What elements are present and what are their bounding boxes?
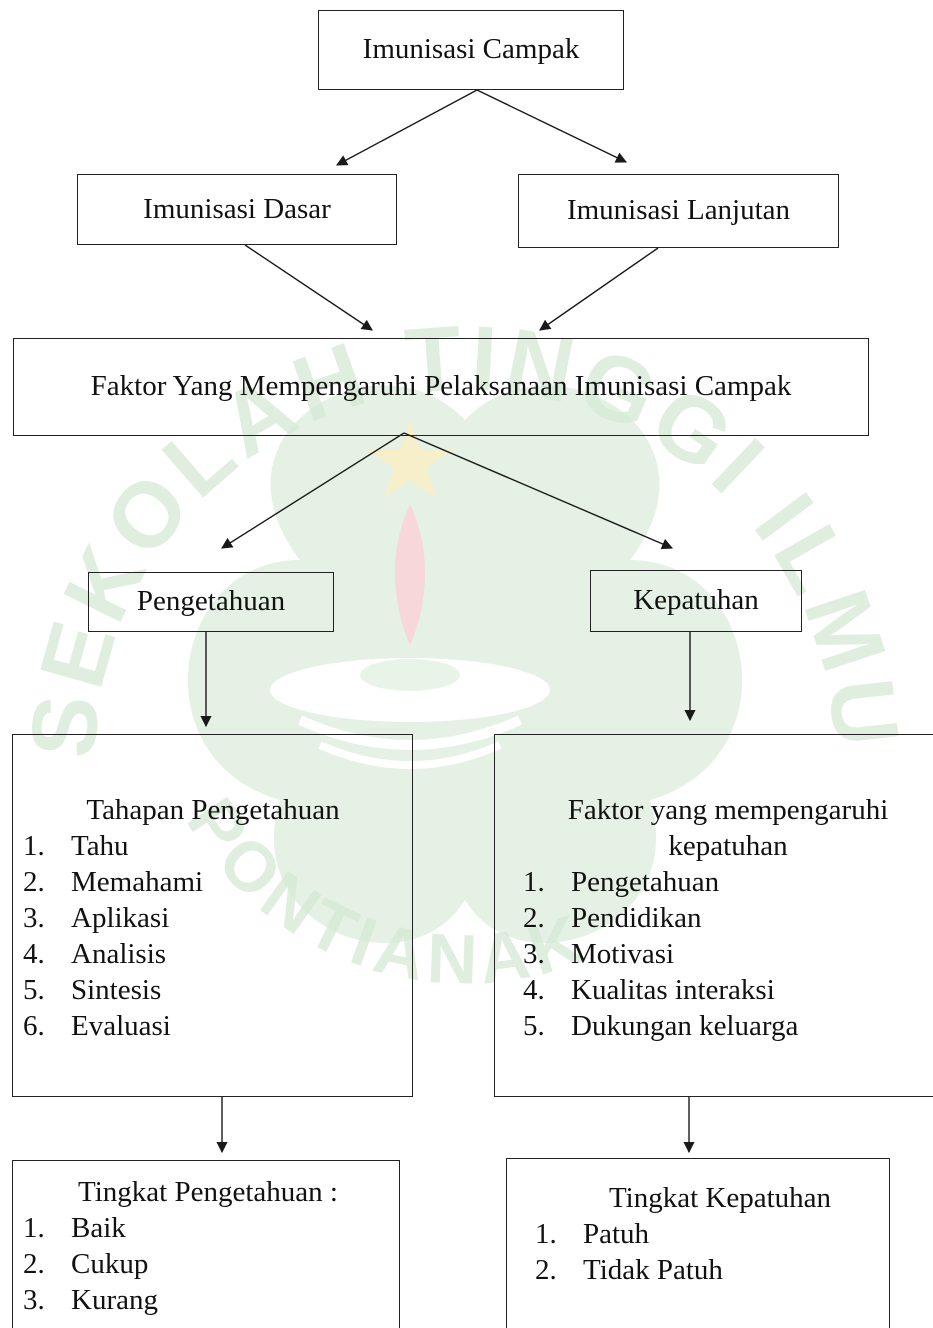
node-tingkat-kepatuhan: Tingkat Kepatuhan 1.Patuh 2.Tidak Patuh bbox=[506, 1158, 890, 1328]
list-item: 4.Analisis bbox=[23, 937, 167, 970]
list-item: 3.Motivasi bbox=[523, 937, 675, 970]
arrow-top-to-dasar bbox=[336, 89, 478, 166]
tahapan-title: Tahapan Pengetahuan bbox=[86, 794, 340, 826]
list-item: 3.Kurang bbox=[23, 1283, 158, 1316]
tingkat-kepatuhan-list: 1.Patuh 2.Tidak Patuh bbox=[535, 1217, 875, 1289]
list-item: 2.Memahami bbox=[23, 865, 204, 898]
node-imunisasi-campak-label: Imunisasi Campak bbox=[362, 33, 580, 66]
node-kepatuhan: Kepatuhan bbox=[590, 570, 802, 632]
tingkat-pengetahuan-title: Tingkat Pengetahuan : bbox=[78, 1176, 338, 1208]
arrow-top-to-lanjutan bbox=[476, 89, 628, 163]
node-imunisasi-dasar-label: Imunisasi Dasar bbox=[143, 192, 331, 225]
tingkat-kepatuhan-title: Tingkat Kepatuhan bbox=[608, 1182, 832, 1214]
faktor-kepatuhan-list: 1.Pengetahuan 2.Pendidikan 3.Motivasi 4.… bbox=[523, 865, 933, 1045]
node-imunisasi-dasar: Imunisasi Dasar bbox=[77, 174, 397, 245]
tahapan-list: 1.Tahu 2.Memahami 3.Aplikasi 4.Analisis … bbox=[23, 829, 403, 1045]
arrow-dasar-to-faktor bbox=[244, 244, 373, 331]
node-tahapan-pengetahuan: Tahapan Pengetahuan 1.Tahu 2.Memahami 3.… bbox=[12, 734, 413, 1097]
list-item: 6.Evaluasi bbox=[23, 1009, 171, 1042]
list-item: 5.Dukungan keluarga bbox=[523, 1009, 799, 1042]
faktor-kepatuhan-title-2: kepatuhan bbox=[668, 829, 788, 862]
node-faktor-pelaksanaan: Faktor Yang Mempengaruhi Pelaksanaan Imu… bbox=[13, 338, 869, 436]
list-item: 4.Kualitas interaksi bbox=[523, 973, 775, 1006]
seal-flame bbox=[395, 505, 425, 645]
arrow-faktor-to-pengetahuan bbox=[221, 432, 405, 549]
seal-emblem bbox=[187, 385, 743, 943]
arrow-faktor-to-kepatuhan bbox=[403, 432, 674, 550]
list-item: 1.Pengetahuan bbox=[523, 865, 720, 898]
list-item: 3.Aplikasi bbox=[23, 901, 170, 934]
node-tingkat-pengetahuan: Tingkat Pengetahuan : 1.Baik 2.Cukup 3.K… bbox=[12, 1160, 400, 1328]
list-item: 1.Tahu bbox=[23, 829, 129, 862]
list-item: 1.Patuh bbox=[535, 1217, 650, 1250]
list-item: 2.Pendidikan bbox=[523, 901, 702, 934]
node-imunisasi-lanjutan-label: Imunisasi Lanjutan bbox=[566, 194, 791, 227]
list-item: 2.Cukup bbox=[23, 1247, 149, 1280]
seal-star bbox=[368, 420, 452, 498]
list-item: 2.Tidak Patuh bbox=[535, 1253, 723, 1286]
node-faktor-kepatuhan: Faktor yang mempengaruhi kepatuhan 1.Pen… bbox=[494, 734, 933, 1097]
node-pengetahuan: Pengetahuan bbox=[88, 572, 334, 632]
tingkat-pengetahuan-list: 1.Baik 2.Cukup 3.Kurang bbox=[23, 1211, 383, 1319]
list-item: 5.Sintesis bbox=[23, 973, 162, 1006]
node-pengetahuan-label: Pengetahuan bbox=[136, 585, 286, 618]
node-imunisasi-lanjutan: Imunisasi Lanjutan bbox=[518, 174, 839, 248]
node-faktor-pelaksanaan-label: Faktor Yang Mempengaruhi Pelaksanaan Imu… bbox=[90, 370, 792, 403]
node-kepatuhan-label: Kepatuhan bbox=[633, 584, 759, 617]
list-item: 1.Baik bbox=[23, 1211, 126, 1244]
node-imunisasi-campak: Imunisasi Campak bbox=[318, 10, 624, 90]
arrow-lanjutan-to-faktor bbox=[539, 247, 659, 331]
faktor-kepatuhan-title-1: Faktor yang mempengaruhi bbox=[567, 794, 889, 826]
